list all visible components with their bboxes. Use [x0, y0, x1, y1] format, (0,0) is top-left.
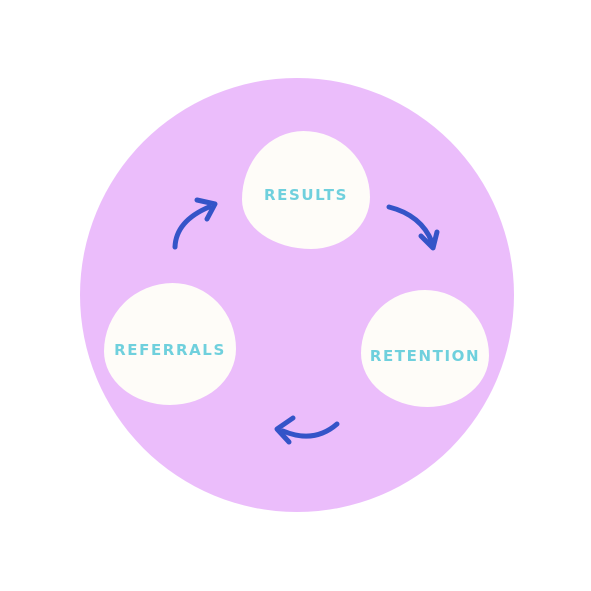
arrow-referrals-to-results-icon	[172, 197, 218, 250]
node-referrals-label: REFERRALS	[114, 341, 226, 359]
arrow-retention-to-referrals-icon	[274, 415, 340, 445]
arrow-results-to-retention-icon	[386, 204, 440, 251]
node-results-label: RESULTS	[263, 186, 349, 204]
node-results	[242, 131, 370, 249]
node-retention-label: RETENTION	[369, 347, 481, 365]
node-retention	[361, 290, 489, 407]
node-referrals	[104, 283, 236, 405]
